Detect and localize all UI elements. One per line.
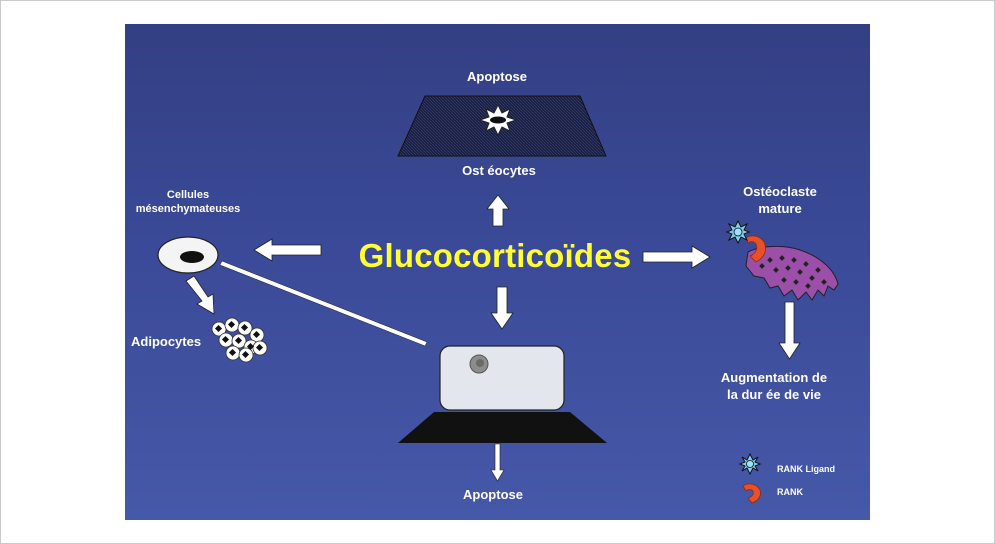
label-augmentation-line2: la dur ée de vie xyxy=(727,387,821,402)
arrow-down-apoptosis xyxy=(490,443,505,482)
arrow-left-mesenchymal xyxy=(253,238,322,262)
label-cellules: Cellules xyxy=(166,189,210,201)
legend-rank-ligand-label: RANK Ligand xyxy=(777,464,835,474)
osteoblast-bone-trapezoid xyxy=(398,412,607,443)
adipocytes-cluster-icon xyxy=(211,317,268,363)
rank-receptor-icon xyxy=(745,235,766,263)
central-title: Glucocorticoïdes xyxy=(358,237,632,274)
osteoblast-cell-icon xyxy=(439,345,565,411)
arrow-to-adipocytes xyxy=(185,275,215,315)
legend-rank-label: RANK xyxy=(777,487,803,497)
mesenchymal-cell-icon xyxy=(157,236,219,274)
label-adipocytes: Adipocytes xyxy=(131,334,202,349)
label-apoptose-bottom: Apoptose xyxy=(463,487,523,502)
osteoclast-cell-icon xyxy=(745,245,839,301)
rank-ligand-icon xyxy=(725,219,751,245)
label-augmentation-line1: Augmentation de xyxy=(720,370,828,385)
label-apoptose-top: Apoptose xyxy=(467,69,527,84)
legend-rank-ligand-icon xyxy=(738,452,762,476)
label-osteocytes: Ost éocytes xyxy=(462,163,536,178)
label-osteoclaste-line2: mature xyxy=(758,201,802,216)
arrow-line-mesenchymal-to-osteoblast xyxy=(219,260,428,347)
arrow-right-osteoclast xyxy=(642,245,711,269)
arrow-up-osteocytes xyxy=(486,194,510,227)
label-mesenchymateuses: mésenchymateuses xyxy=(135,203,241,215)
apoptosis-starburst-icon xyxy=(478,103,518,137)
label-osteoclaste-line1: Ostéoclaste xyxy=(743,184,817,199)
legend-rank-icon xyxy=(742,483,761,504)
arrow-down-osteoblast xyxy=(490,286,514,330)
arrow-down-lifespan xyxy=(778,301,801,360)
